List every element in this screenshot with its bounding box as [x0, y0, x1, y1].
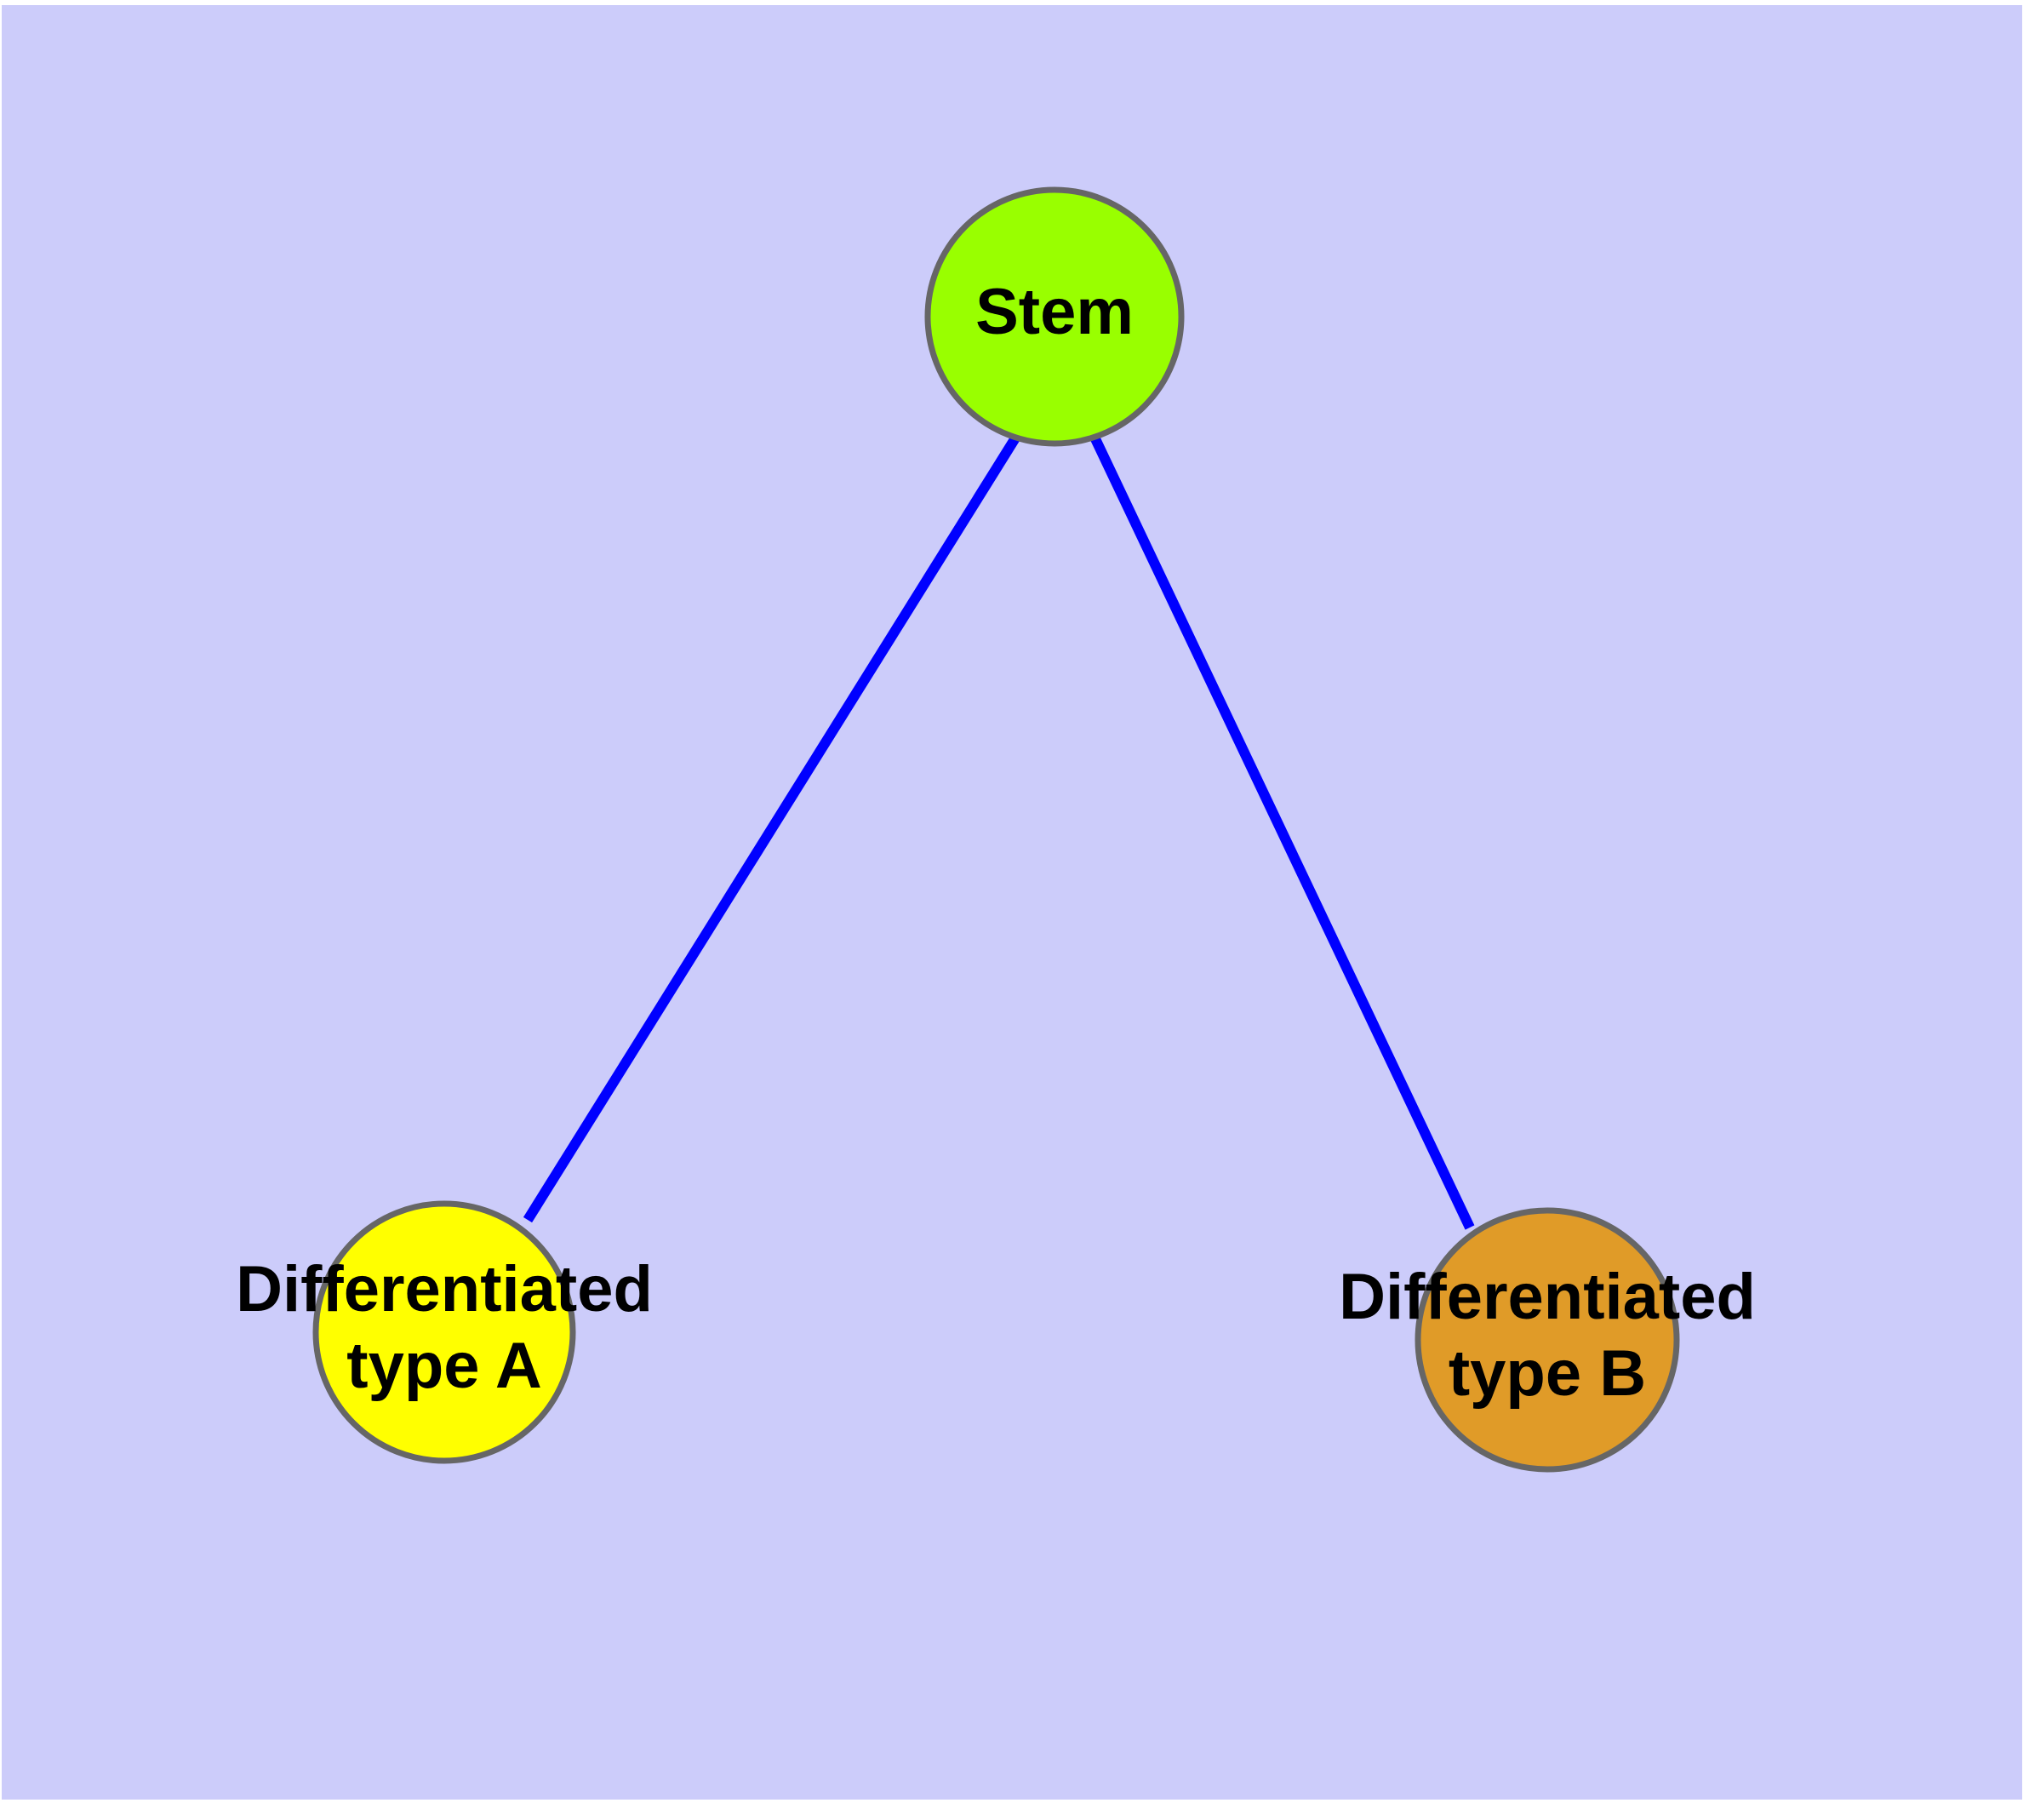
node-label-line: Differentiated	[1339, 1261, 1756, 1333]
node-circle-stem[interactable]	[924, 186, 1185, 447]
node-label-line: Stem	[975, 276, 1134, 348]
edge-stem-diff-a[interactable]	[523, 426, 1026, 1223]
node-label-line: type B	[1449, 1337, 1646, 1410]
edge-stem-diff-b[interactable]	[1086, 427, 1475, 1230]
node-stem[interactable]: Stem	[924, 186, 1185, 447]
node-circle-diff_b[interactable]	[1415, 1207, 1680, 1473]
node-label-line: type A	[346, 1330, 541, 1402]
node-label-line: Differentiated	[236, 1253, 653, 1325]
node-label-stem: Stem	[975, 276, 1134, 348]
edges-group	[523, 426, 1475, 1230]
node-circle-diff_a[interactable]	[312, 1200, 576, 1464]
